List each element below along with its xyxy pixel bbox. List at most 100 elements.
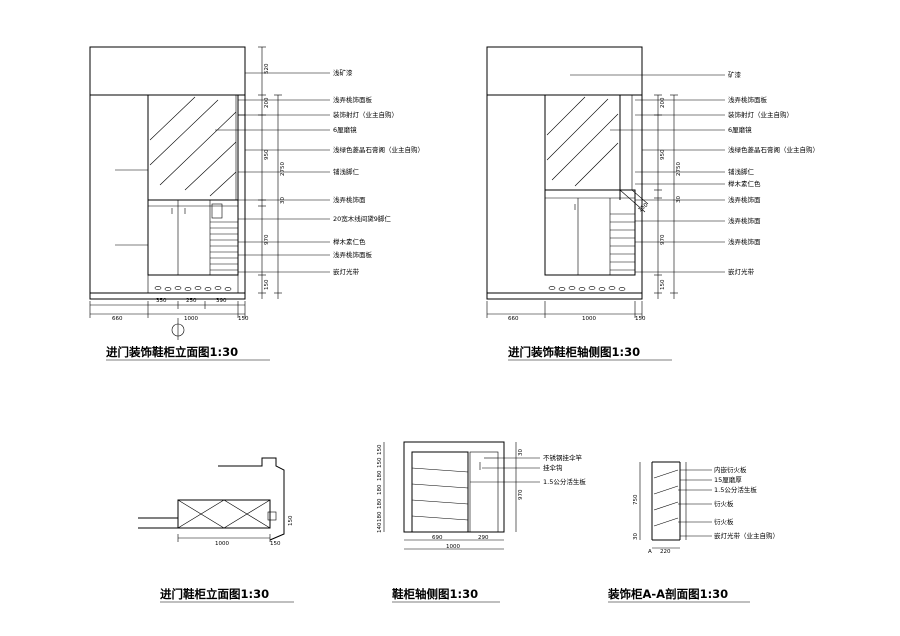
- front-mirror: [147, 94, 239, 201]
- plan-title: 进门鞋柜立面图1:30: [160, 587, 269, 601]
- front-louver: [210, 221, 238, 271]
- front-label-9: 榉木素仁色: [333, 237, 366, 246]
- section-label-1: 内嵌衍火板: [714, 465, 747, 474]
- side-hdim-3: 150: [635, 316, 646, 322]
- section-label-4: 衍火板: [714, 499, 734, 508]
- front-label-3: 装饰射灯（业主自购）: [333, 110, 398, 119]
- front-label-11: 嵌灯光带: [333, 267, 360, 276]
- front-label-8: 20宽木线间黛9脚仁: [333, 214, 391, 223]
- side-hdim-2: 1000: [582, 316, 596, 322]
- side-label-1: 矿漆: [728, 70, 742, 79]
- front-elevation: 520 200 950 2750 30 970 150 浅矿漆 浅弄桃饰面板 装…: [89, 46, 424, 361]
- cabinet-hdim-2: 290: [478, 535, 489, 541]
- side-pebbles: [548, 286, 626, 291]
- cabinet-shelves: [411, 467, 469, 521]
- section-vdim-2: 30: [633, 533, 639, 540]
- front-leaders: [215, 72, 330, 273]
- front-outline: [89, 46, 246, 300]
- front-label-5: 浅绿色菱晶石膏阁（业主自购）: [333, 145, 424, 154]
- front-base-lightstrip: [147, 274, 239, 294]
- side-hdim-1: 660: [508, 316, 519, 322]
- section-shelves: [653, 469, 679, 527]
- cabinet-vdim-left-2: 150: [377, 457, 383, 468]
- side-vdim-4: 30: [676, 196, 682, 203]
- section-vdim-1: 750: [633, 494, 639, 505]
- side-elevation: 150 200 950 2750 30 970 150 矿漆 浅弄桃饰面板 装饰…: [486, 46, 819, 361]
- side-mirror-hatch: [546, 96, 619, 187]
- front-title: 进门装饰鞋柜立面图1:30: [106, 345, 238, 359]
- side-label-8: 浅弄桃饰面: [728, 195, 761, 204]
- plan-dim-1: 1000: [215, 541, 229, 547]
- front-label-6: 铺浅脚仁: [333, 167, 360, 176]
- front-mirror-hatch: [149, 96, 237, 197]
- side-label-5: 浅绿色菱晶石膏阁（业主自购）: [728, 145, 819, 154]
- side-title: 进门装饰鞋柜轴侧图1:30: [508, 345, 640, 359]
- side-label-4: 6厘磨镜: [728, 125, 752, 134]
- side-outline: [486, 46, 643, 300]
- front-label-4: 6厘磨镜: [333, 125, 357, 134]
- cabinet-vdim-left-5: 180: [377, 498, 383, 509]
- side-label-6: 铺浅脚仁: [728, 167, 755, 176]
- front-vdim-ticks: [258, 46, 282, 294]
- side-shoe-cabinet: [544, 189, 636, 276]
- cabinet-vdim-left-4: 180: [377, 484, 383, 495]
- cabinet-label-3: 1.5公分活生板: [543, 477, 586, 486]
- front-label-1: 浅矿漆: [333, 68, 353, 77]
- cabinet-label-2: 挂伞钩: [543, 463, 563, 472]
- front-hdim-ticks: [89, 301, 246, 318]
- side-label-3: 装饰射灯（业主自购）: [728, 110, 793, 119]
- front-hdim-2: 350: [156, 298, 167, 304]
- cabinet-view: 不锈钢挂伞竿 挂伞钩 1.5公分活生板 150 150 180 180 180 …: [377, 441, 586, 603]
- side-label-10: 浅弄桃饰面: [728, 237, 761, 246]
- front-vdim-6: 970: [264, 234, 270, 245]
- front-label-10: 浅弄桃饰面板: [333, 250, 373, 259]
- section-marker-symbol: [171, 323, 185, 337]
- section-marker: A: [648, 549, 652, 555]
- side-vdim-6: 150: [660, 279, 666, 290]
- front-vdim-1: 520: [264, 63, 270, 74]
- cabinet-hdim-3: 1000: [446, 544, 460, 550]
- cabinet-vdim-left-7: 140: [377, 522, 383, 533]
- front-vdim-3: 950: [264, 149, 270, 160]
- section-title: 装饰柜A-A剖面图1:30: [607, 587, 728, 601]
- cabinet-vdim-right-1: 30: [518, 449, 524, 456]
- side-vdim-ticks: [654, 94, 678, 294]
- front-label-7: 浅弄桃饰面: [333, 195, 366, 204]
- side-label-11: 嵌灯光带: [728, 267, 755, 276]
- side-vdim-5: 970: [660, 234, 666, 245]
- side-vdim-3: 2750: [676, 162, 682, 176]
- front-hdim-3: 250: [186, 298, 197, 304]
- plan-view: 1000 150 150 进门鞋柜立面图1:30: [138, 457, 294, 603]
- side-label-9: 浅弄桃饰面: [728, 216, 761, 225]
- section-hdim-1: 220: [660, 549, 671, 555]
- section-label-5: 衍火板: [714, 517, 734, 526]
- cabinet-vdim-left-3: 180: [377, 470, 383, 481]
- section-leaders: [678, 469, 712, 537]
- plan-cabinet: [177, 499, 271, 529]
- plan-dim-3: 150: [270, 541, 281, 547]
- cabinet-hdim-1: 690: [432, 535, 443, 541]
- side-label-7: 榉木素仁色: [728, 179, 761, 188]
- cabinet-label-1: 不锈钢挂伞竿: [543, 453, 583, 462]
- front-vdim-7: 150: [264, 279, 270, 290]
- cabinet-leaders: [470, 457, 540, 483]
- cabinet-vdim-left-1: 150: [377, 444, 383, 455]
- front-label-2: 浅弄桃饰面板: [333, 95, 373, 104]
- front-hdim-4: 390: [216, 298, 227, 304]
- plan-dim-2: 150: [288, 515, 294, 526]
- side-label-2: 浅弄桃饰面板: [728, 95, 768, 104]
- front-vdim-2: 200: [264, 97, 270, 108]
- section-label-2: 15厘磨厚: [714, 475, 742, 484]
- front-hdim-6: 150: [238, 316, 249, 322]
- section-label-6: 嵌灯光带（业主自购）: [714, 531, 779, 540]
- cabinet-vdim-right-2: 970: [518, 489, 524, 500]
- side-hdim-ticks: [486, 301, 643, 318]
- front-hdim-5: 1000: [184, 316, 198, 322]
- side-vdim-2: 950: [660, 149, 666, 160]
- section-label-3: 1.5公分活生板: [714, 485, 757, 494]
- side-louver: [610, 213, 635, 271]
- side-leaders: [570, 74, 725, 273]
- front-hdim-1: 660: [112, 316, 123, 322]
- side-angle-dim: 150: [637, 202, 649, 214]
